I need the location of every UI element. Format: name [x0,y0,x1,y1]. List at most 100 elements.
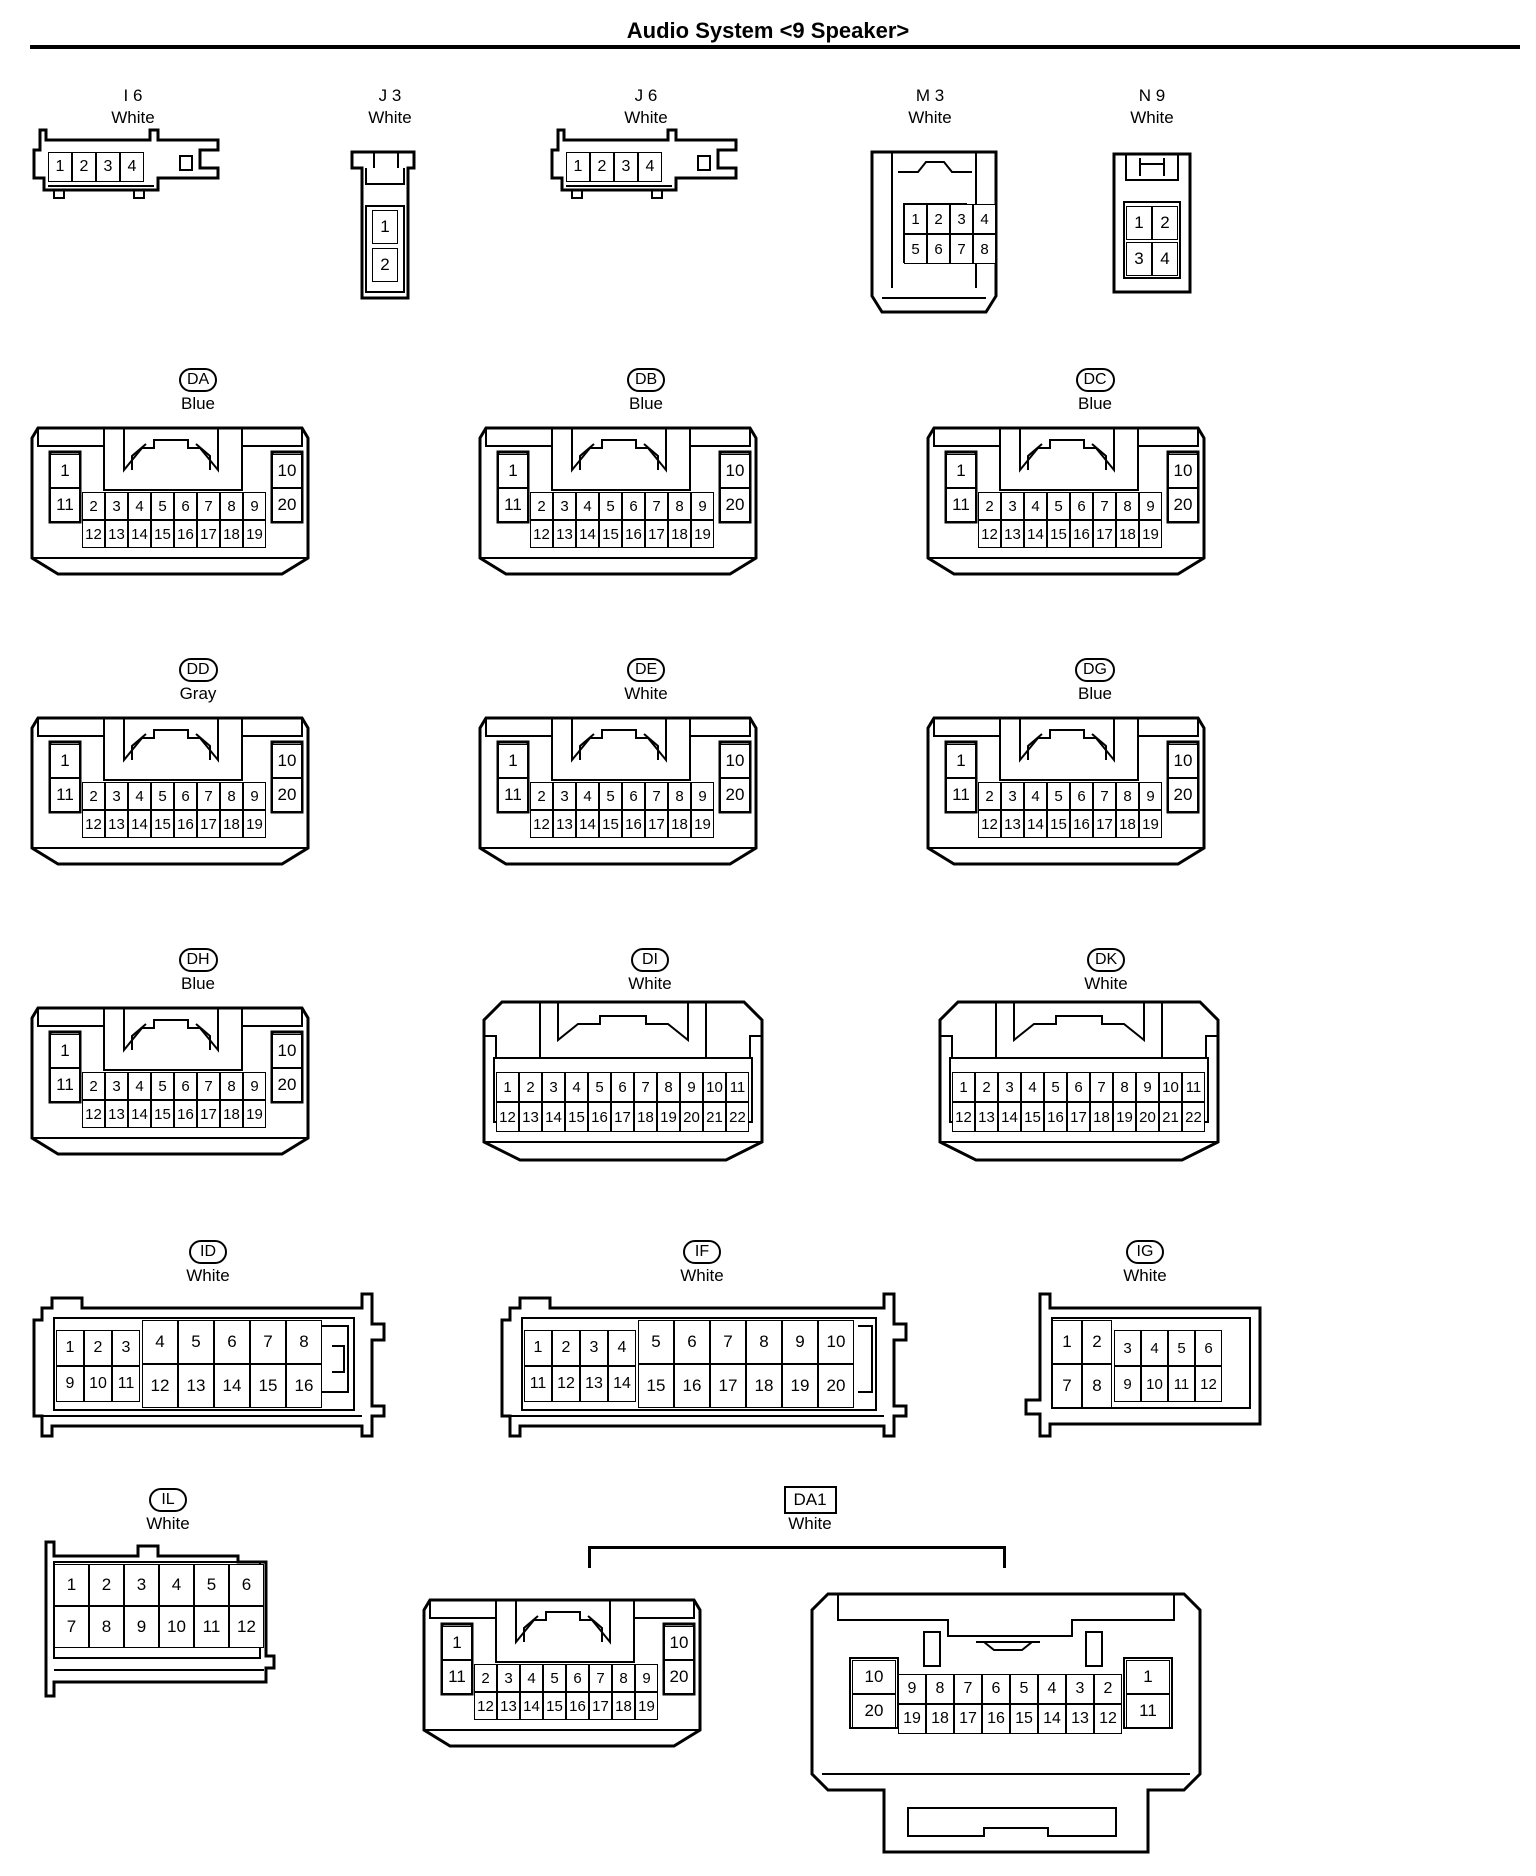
pin-15: 15 [599,810,622,838]
pin-6: 6 [214,1320,250,1364]
pin-10: 10 [1159,1072,1182,1102]
pin-10: 10 [852,1660,896,1694]
pin-15: 15 [599,520,622,548]
pin-18: 18 [220,810,243,838]
connector-color-m3: White [908,108,952,127]
pin-18: 18 [1116,810,1139,838]
pin-10: 10 [664,1626,694,1660]
pin-1: 1 [50,1034,80,1068]
pin-3: 3 [580,1330,608,1366]
pin-2: 2 [82,1072,105,1100]
pin-6: 6 [1070,492,1093,520]
pin-3: 3 [1001,782,1024,810]
pin-6: 6 [1195,1330,1222,1366]
pin-12: 12 [474,1692,497,1720]
pin-13: 13 [553,520,576,548]
connector-housing [350,150,416,300]
pin-7: 7 [645,492,668,520]
pin-4: 4 [120,152,144,182]
pin-2: 2 [1082,1320,1112,1364]
pin-7: 7 [1090,1072,1113,1102]
pin-9: 9 [898,1674,926,1704]
pin-6: 6 [174,492,197,520]
pin-10: 10 [818,1320,854,1364]
pin-22: 22 [1182,1102,1205,1132]
pin-12: 12 [530,520,553,548]
pin-4: 4 [159,1564,194,1606]
connector-code-db: DB [627,368,666,392]
pin-2: 2 [84,1330,112,1366]
pin-5: 5 [151,1072,174,1100]
pin-8: 8 [926,1674,954,1704]
connector-housing [810,1592,1202,1854]
connector-code-i6: I 6 [123,86,143,105]
pin-15: 15 [151,1100,174,1128]
pin-18: 18 [746,1364,782,1408]
pin-17: 17 [197,1100,220,1128]
pin-10: 10 [272,744,302,778]
pin-19: 19 [243,520,266,548]
pin-17: 17 [1067,1102,1090,1132]
pin-14: 14 [214,1364,250,1408]
pin-12: 12 [142,1364,178,1408]
pin-6: 6 [1070,782,1093,810]
pin-18: 18 [220,520,243,548]
pin-15: 15 [565,1102,588,1132]
pin-4: 4 [1152,242,1178,276]
pin-3: 3 [105,1072,128,1100]
connector-housing [926,716,1206,866]
pin-3: 3 [553,492,576,520]
pin-1: 1 [498,454,528,488]
pin-7: 7 [197,1072,220,1100]
pin-18: 18 [612,1692,635,1720]
pin-18: 18 [220,1100,243,1128]
pin-14: 14 [576,520,599,548]
pin-4: 4 [128,782,151,810]
pin-18: 18 [1116,520,1139,548]
pin-14: 14 [128,810,151,838]
pin-9: 9 [1139,492,1162,520]
pin-5: 5 [178,1320,214,1364]
pin-1: 1 [524,1330,552,1366]
pin-7: 7 [250,1320,286,1364]
pin-4: 4 [520,1664,543,1692]
pin-2: 2 [1094,1674,1122,1704]
pin-8: 8 [668,782,691,810]
pin-8: 8 [668,492,691,520]
connector-housing [550,128,738,199]
pin-14: 14 [128,520,151,548]
pin-16: 16 [1070,520,1093,548]
pin-2: 2 [89,1564,124,1606]
pin-11: 11 [946,488,976,522]
pin-8: 8 [612,1664,635,1692]
pin-12: 12 [1195,1366,1222,1402]
pin-3: 3 [112,1330,140,1366]
pin-12: 12 [82,810,105,838]
pin-15: 15 [250,1364,286,1408]
connector-color-if: White [680,1266,724,1285]
pin-17: 17 [197,810,220,838]
pin-4: 4 [128,1072,151,1100]
pin-8: 8 [973,234,996,264]
pin-7: 7 [645,782,668,810]
connector-color-db: Blue [628,394,664,413]
pin-13: 13 [105,810,128,838]
pin-5: 5 [1044,1072,1067,1102]
pin-3: 3 [1001,492,1024,520]
connector-housing [500,1292,908,1438]
pin-14: 14 [576,810,599,838]
pin-3: 3 [124,1564,159,1606]
pin-6: 6 [229,1564,264,1606]
connector-color-j6: White [624,108,668,127]
pin-11: 11 [1126,1694,1170,1728]
pin-21: 21 [703,1102,726,1132]
pin-21: 21 [1159,1102,1182,1132]
pin-2: 2 [474,1664,497,1692]
